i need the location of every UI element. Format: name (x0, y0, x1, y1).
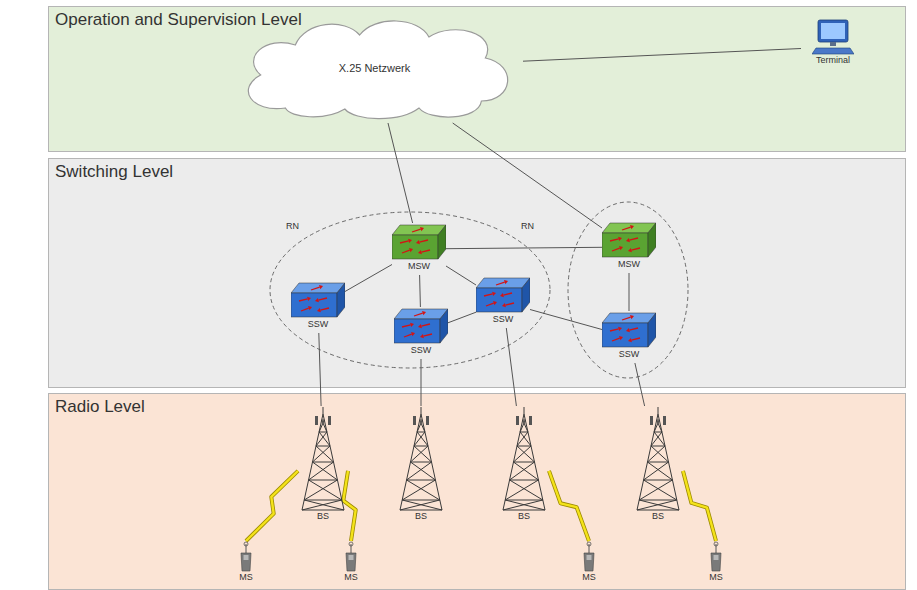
tower-icon (633, 406, 683, 511)
node-label: MS (239, 572, 253, 582)
level-heading: Switching Level (55, 162, 173, 182)
phone-icon (238, 541, 254, 572)
level-band: Operation and Supervision LevelX.25 Netz… (48, 6, 906, 152)
level-heading: Operation and Supervision Level (55, 10, 302, 30)
radio-link-outline (549, 471, 589, 541)
node-label: SSW (411, 345, 432, 355)
network-link (448, 312, 476, 323)
node-label: MSW (408, 261, 430, 271)
node-label: BS (652, 511, 664, 521)
node-label: SSW (493, 314, 514, 324)
base-station: BS (396, 406, 446, 524)
network-link (419, 275, 421, 307)
radio-link-outline (683, 471, 716, 541)
mobile-station: MS (575, 541, 603, 585)
switch-icon (394, 307, 448, 345)
network-link (635, 363, 645, 406)
switch-icon (291, 281, 345, 319)
node-label: BS (415, 511, 427, 521)
node-label: BS (518, 511, 530, 521)
radio-link (549, 471, 589, 541)
node-label: X.25 Netzwerk (339, 62, 411, 75)
mobile-station: MS (702, 541, 730, 585)
node-label: MS (582, 572, 596, 582)
base-station: BS (633, 406, 683, 524)
phone-icon (581, 541, 597, 572)
network-label: RN (286, 221, 299, 231)
tower-icon (298, 406, 348, 511)
region-ellipse (568, 202, 688, 378)
network-link (319, 333, 321, 406)
radio-link-outline (343, 471, 355, 541)
network-link (388, 123, 413, 223)
node-label: MSW (618, 259, 640, 269)
phone-icon (708, 541, 724, 572)
node-label: SSW (619, 349, 640, 359)
node-label: BS (317, 511, 329, 521)
region-ellipse (270, 212, 550, 368)
switch-icon (392, 223, 446, 261)
level-band: Radio LevelBS BS BS BS MS MS MS MS (48, 393, 906, 590)
mobile-station: MS (337, 541, 365, 585)
switch-icon (602, 311, 656, 349)
switch-icon (476, 276, 530, 314)
network-cloud: X.25 Netzwerk (226, 13, 523, 123)
base-station: BS (298, 406, 348, 524)
switch-node: MSW (392, 223, 446, 275)
network-link (506, 328, 516, 406)
network-link (530, 310, 602, 330)
node-label: MS (344, 572, 358, 582)
switch-node: SSW (476, 276, 530, 328)
network-link (421, 359, 422, 406)
radio-link (343, 471, 355, 541)
network-link (446, 247, 602, 248)
phone-icon (343, 541, 359, 572)
switch-node: SSW (394, 307, 448, 359)
switch-node: SSW (602, 311, 656, 363)
radio-link (246, 471, 298, 541)
level-heading: Radio Level (55, 397, 145, 417)
radio-link (683, 471, 716, 541)
network-link (345, 265, 392, 292)
switch-icon (602, 221, 656, 259)
base-station: BS (499, 406, 549, 524)
network-link (453, 123, 602, 228)
switch-node: MSW (602, 221, 656, 273)
tower-icon (499, 406, 549, 511)
network-label: RN (521, 221, 534, 231)
network-link (629, 273, 630, 311)
node-label: SSW (308, 319, 329, 329)
node-label: Terminal (816, 55, 850, 65)
node-label: MS (709, 572, 723, 582)
network-link (523, 49, 801, 62)
radio-link-outline (246, 471, 298, 541)
network-link (446, 266, 476, 285)
level-band: Switching LevelMSW SSW SSW SSW MSW SSW RN RN (48, 158, 906, 388)
tower-icon (396, 406, 446, 511)
terminal-node: Terminal (801, 19, 865, 75)
terminal-icon (812, 19, 854, 55)
switch-node: SSW (291, 281, 345, 333)
mobile-station: MS (232, 541, 260, 585)
